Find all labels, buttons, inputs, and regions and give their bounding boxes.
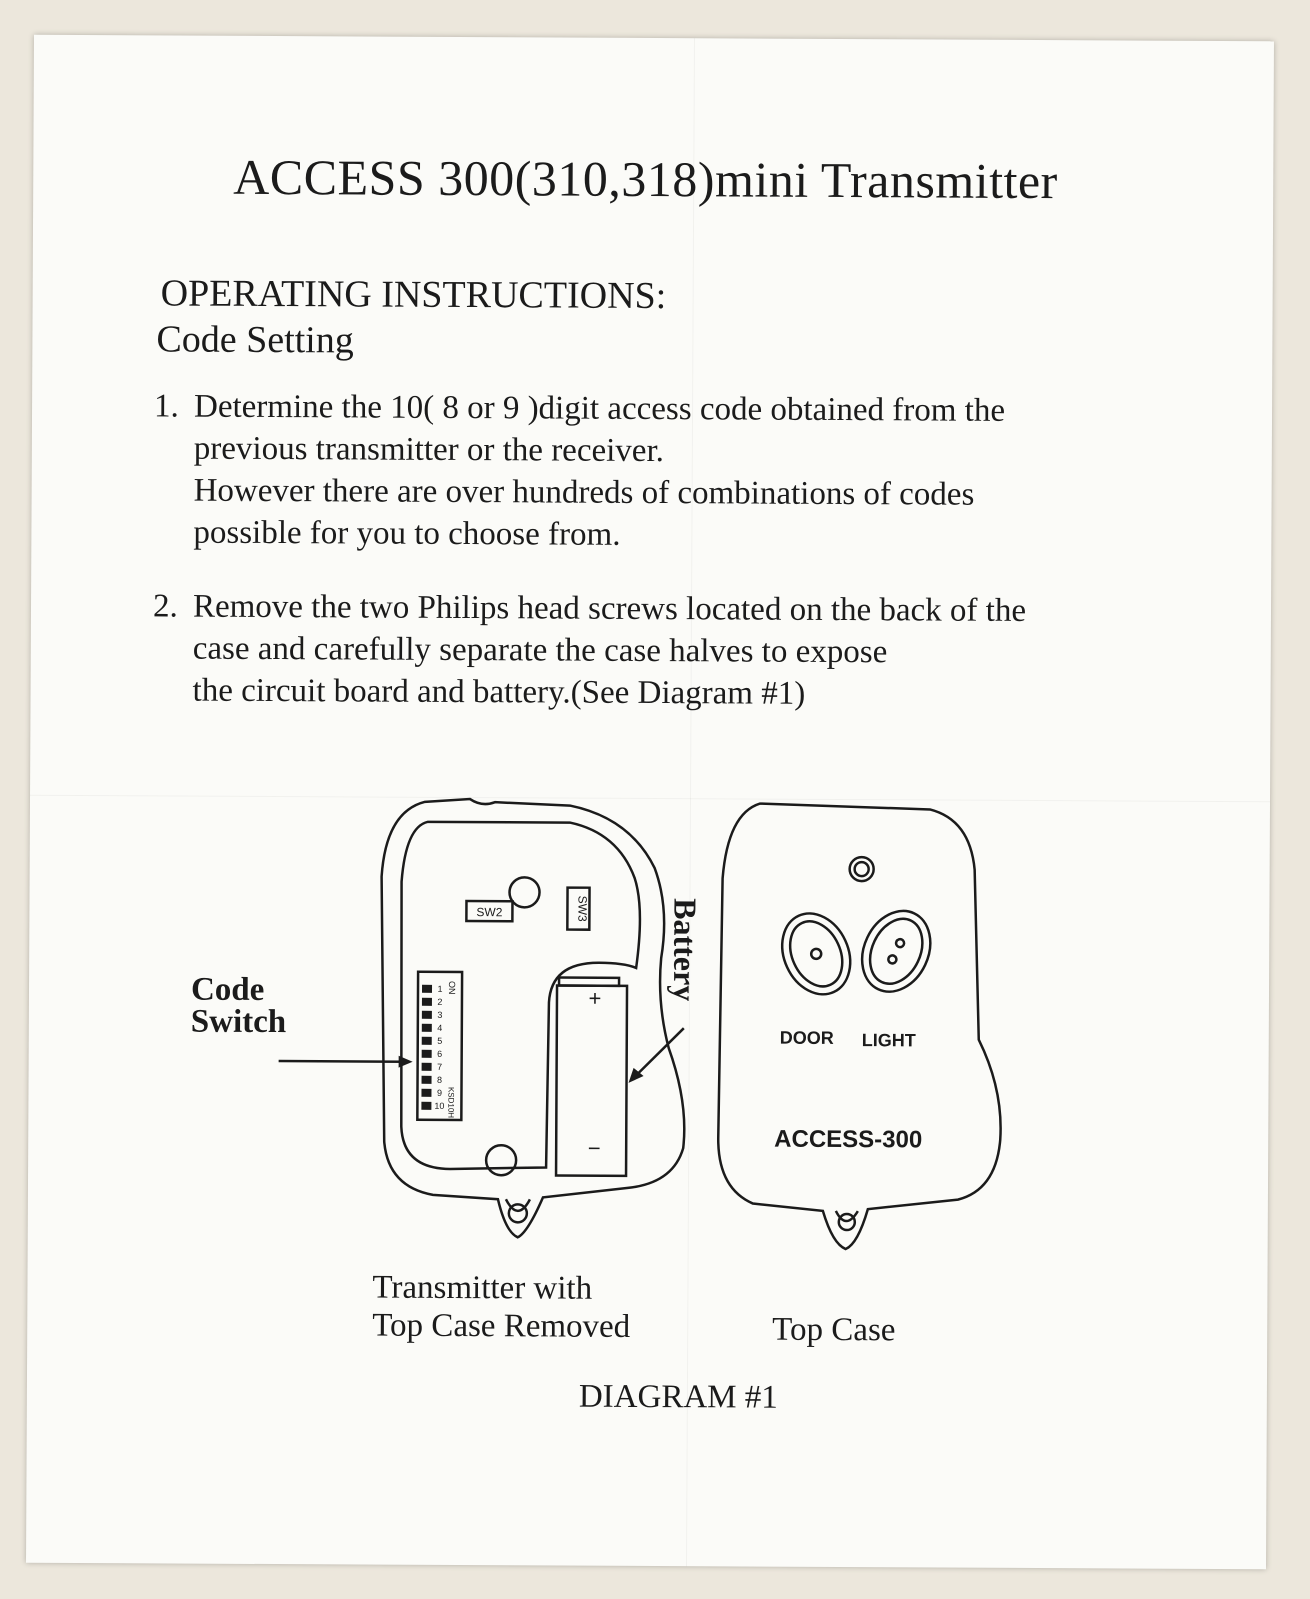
dip-number: 7 [437, 1062, 442, 1072]
dip-brand-label: KSD10H [446, 1087, 455, 1118]
caption-bottom: DIAGRAM #1 [578, 1378, 778, 1416]
dip-number: 3 [437, 1010, 442, 1020]
sw2-switch [465, 899, 514, 923]
keyring-hole-icon [837, 1212, 857, 1232]
battery-plus-label: + [588, 986, 601, 1011]
light-button-icon [860, 909, 932, 993]
caption-left-line: Transmitter with [372, 1269, 593, 1307]
board-hole-icon [508, 876, 541, 909]
sw3-label: SW3 [575, 896, 589, 922]
dip-number: 5 [437, 1036, 442, 1046]
light-label: LIGHT [862, 1030, 916, 1050]
code-switch-arrow [278, 1059, 409, 1063]
transmitter-case-outline [380, 797, 686, 1239]
led-icon [848, 855, 875, 883]
board-outline [400, 820, 642, 1171]
door-button-icon [780, 912, 852, 996]
diagram-1: SW2 SW3 + − ON KSD10H 1 2 3 4 5 6 7 8 9 … [278, 797, 1002, 1251]
battery-label: Battery [667, 898, 704, 1001]
dip-number: 9 [437, 1088, 442, 1098]
sw3-switch [566, 886, 591, 931]
battery-arrow [632, 1027, 685, 1079]
caption-right: Top Case [772, 1311, 896, 1349]
dip-on-label: ON [447, 981, 457, 995]
dip-number: 1 [437, 984, 442, 994]
dip-number: 2 [437, 997, 442, 1007]
top-case-outline [716, 802, 1002, 1251]
dip-number: 10 [434, 1101, 444, 1111]
dip-number: 8 [437, 1075, 442, 1085]
caption-left: Transmitter with Top Case Removed [372, 1269, 630, 1346]
dip-number: 6 [437, 1049, 442, 1059]
board-hole-icon [484, 1143, 518, 1177]
battery-minus-label: − [588, 1136, 601, 1161]
model-label: ACCESS-300 [774, 1126, 922, 1154]
caption-left-line: Top Case Removed [372, 1307, 631, 1345]
instruction-sheet: ACCESS 300(310,318)mini Transmitter OPER… [26, 34, 1274, 1570]
sw2-label: SW2 [476, 905, 502, 919]
keyring-hole-icon [507, 1203, 529, 1224]
door-label: DOOR [780, 1028, 834, 1048]
dip-number: 4 [437, 1023, 442, 1033]
dip-switch-icon [416, 970, 464, 1122]
